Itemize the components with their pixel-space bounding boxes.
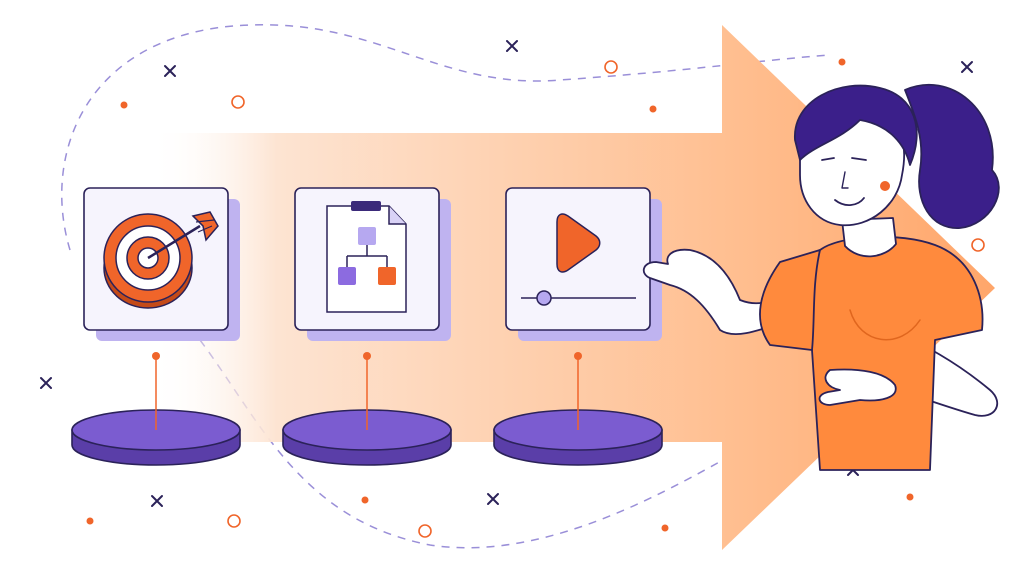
presenter-woman bbox=[642, 84, 1000, 471]
solid-dots bbox=[86, 58, 914, 532]
target-arrow-icon bbox=[103, 211, 219, 309]
platforms bbox=[71, 409, 663, 466]
decorations bbox=[40, 40, 973, 507]
video-play-icon bbox=[556, 213, 601, 273]
connector-dots bbox=[152, 352, 582, 360]
flowchart-document-icon bbox=[326, 201, 407, 313]
step-card-target[interactable] bbox=[83, 187, 240, 341]
step-card-video[interactable] bbox=[505, 187, 662, 341]
dashed-path bbox=[61, 24, 831, 549]
video-progress-slider[interactable] bbox=[521, 290, 636, 306]
slider-handle[interactable] bbox=[536, 290, 552, 306]
step-card-flowchart[interactable] bbox=[294, 187, 451, 341]
connectors bbox=[155, 356, 579, 430]
